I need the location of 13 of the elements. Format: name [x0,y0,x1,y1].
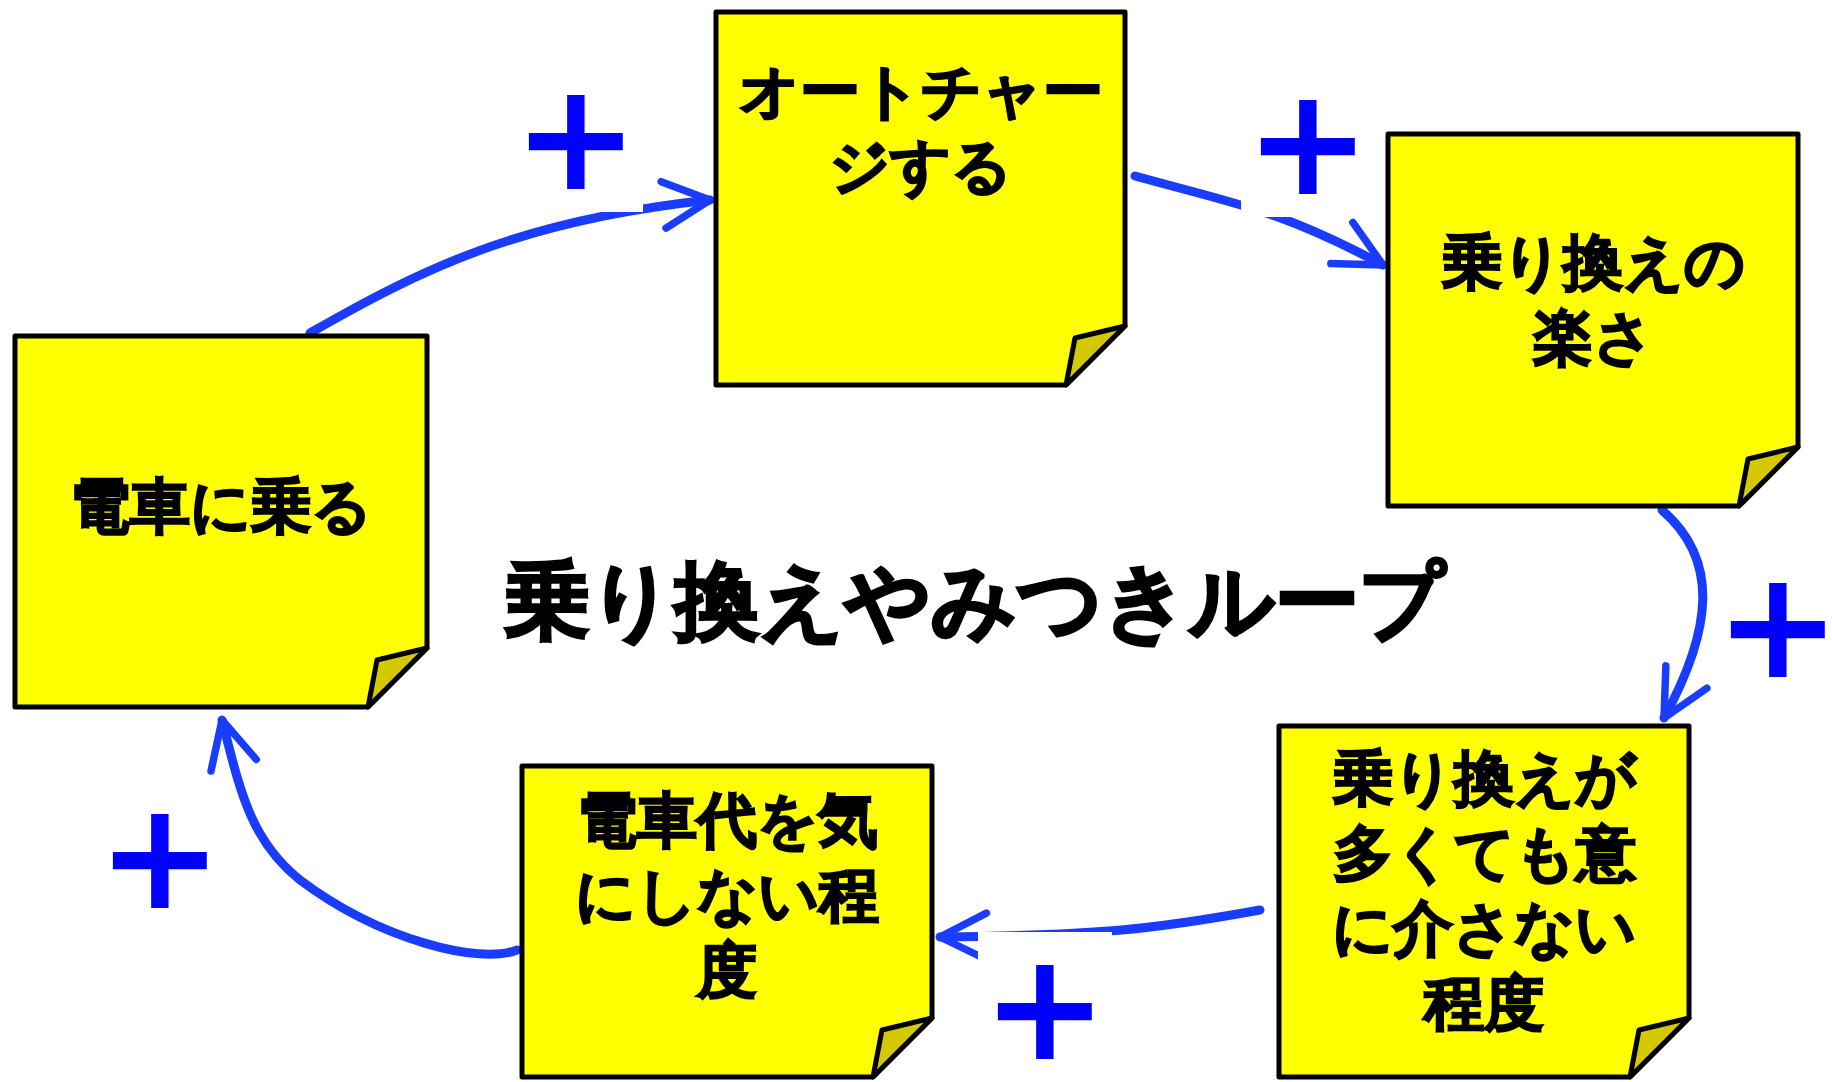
note-text: 乗り換えが多くても意に介さない程度 [1331,742,1638,1040]
sticky-note [1385,131,1801,509]
arrow [207,715,522,959]
note-text: 電車代を気にしない程度 [574,784,880,1007]
sticky-note [12,333,430,710]
note-text: 乗り換えの楽さ [1440,226,1746,374]
sticky-note [1276,723,1692,1080]
note-text: オートチャージする [737,55,1104,203]
title: 乗り換えやみつきループ [505,551,1445,652]
sticky-note [713,9,1128,388]
arrow [1130,171,1388,270]
note-text: 電車に乗る [70,470,372,543]
sticky-note [519,763,935,1080]
